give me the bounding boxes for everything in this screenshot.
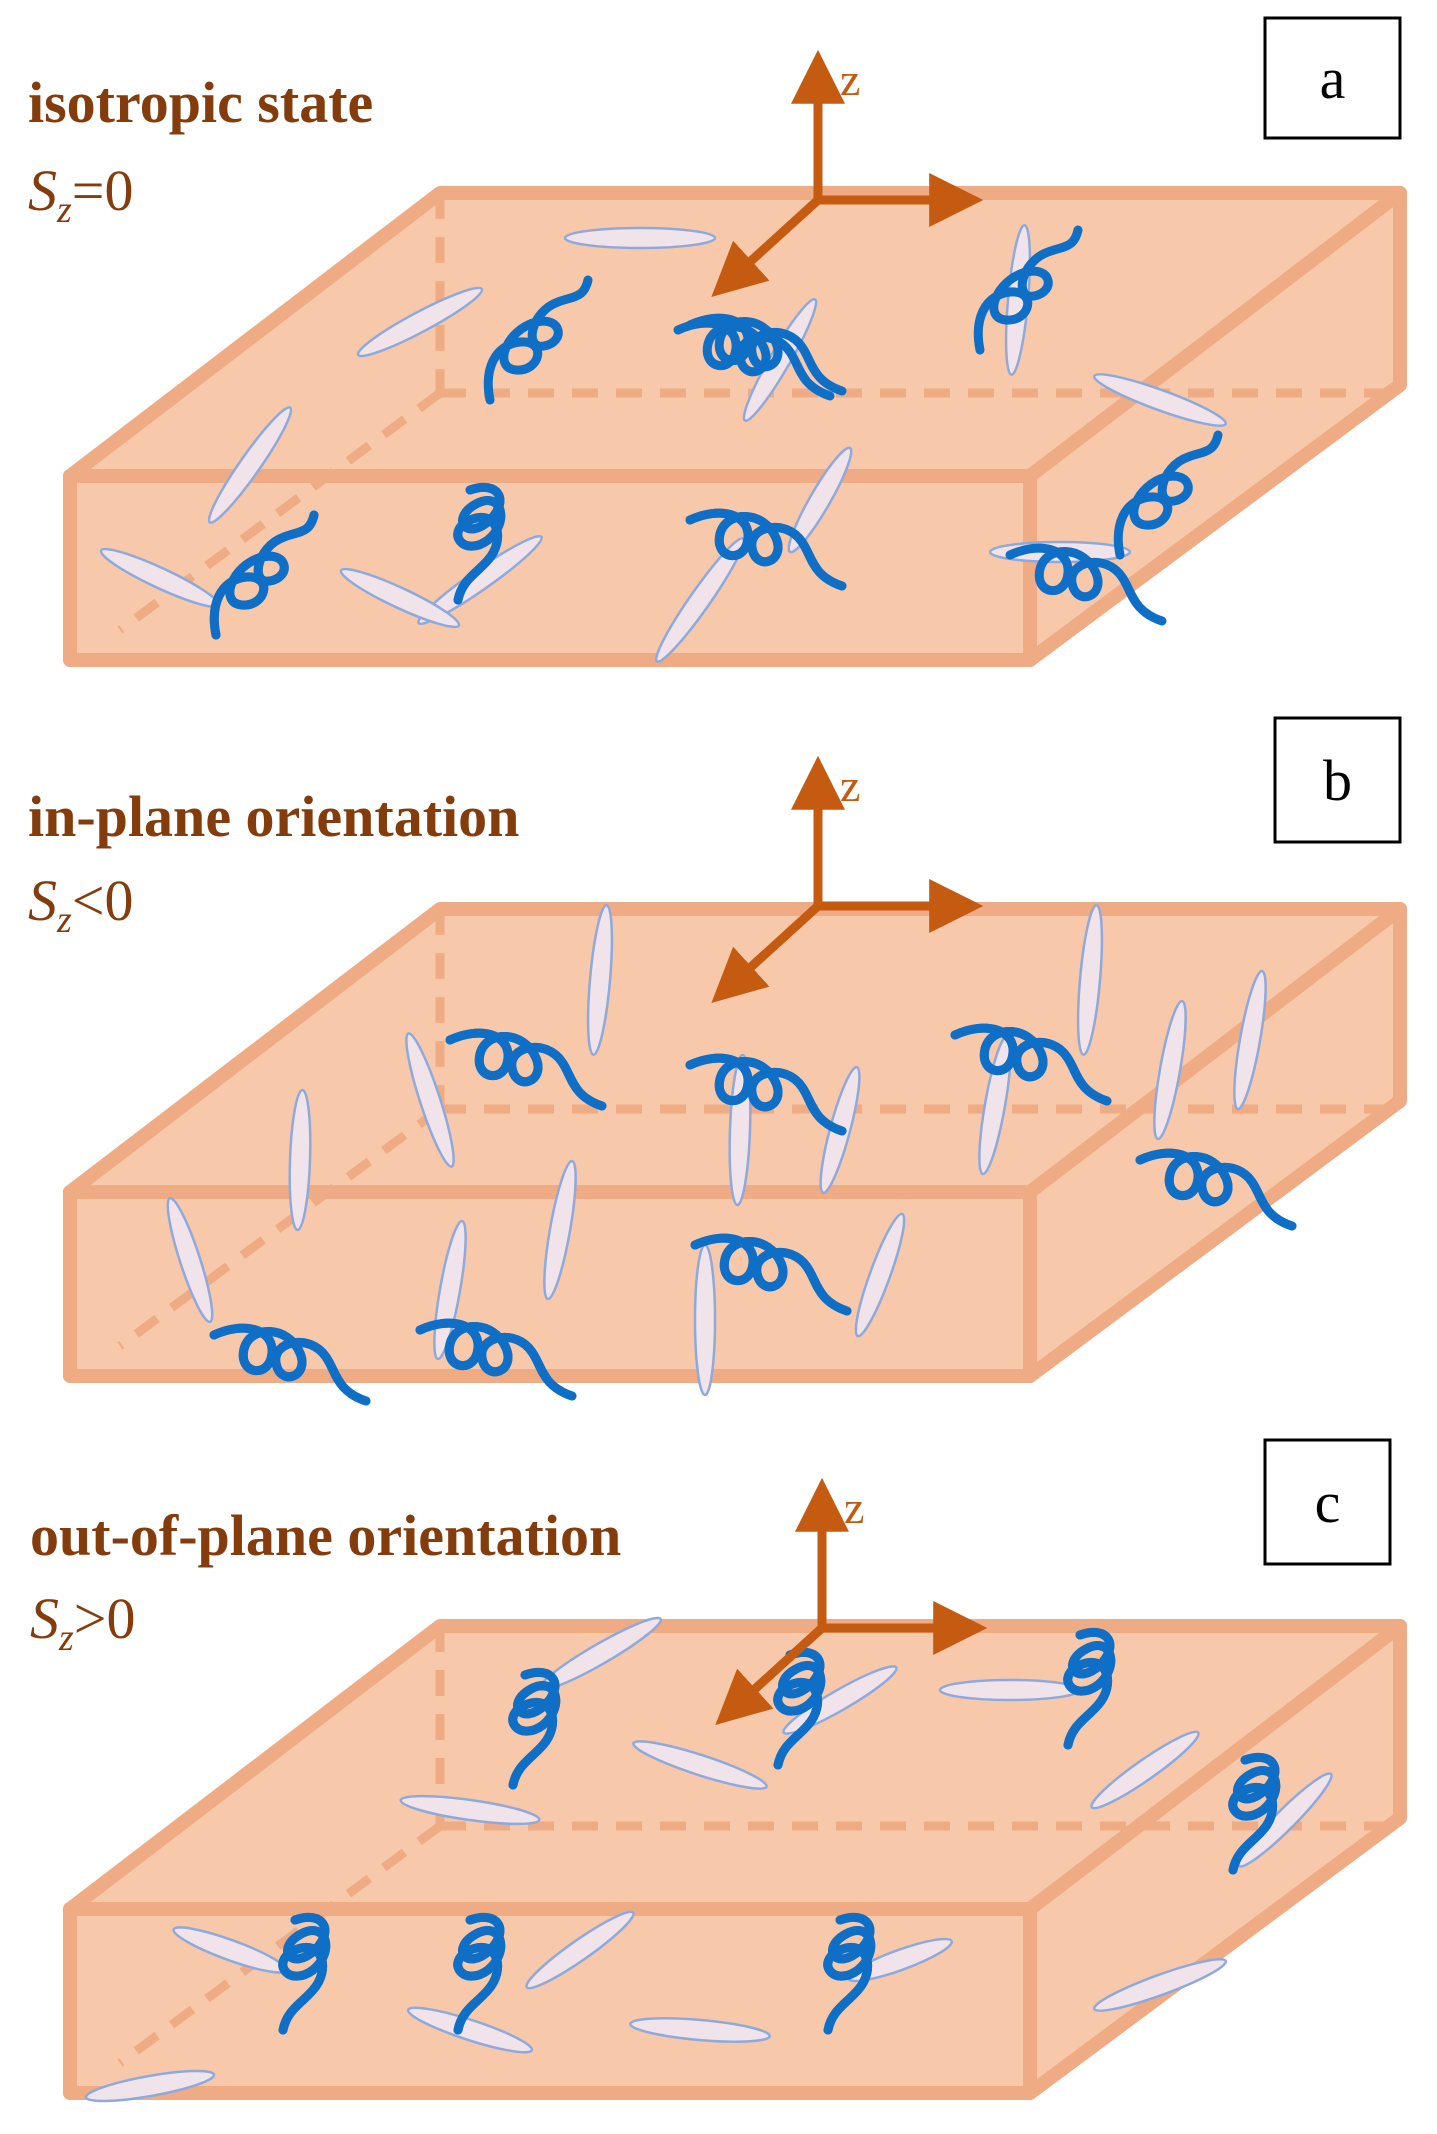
rigid-rod — [525, 1910, 635, 1990]
y-axis-arrow — [715, 1624, 826, 1725]
polymer-chain — [209, 1323, 371, 1406]
polymer-chain — [1135, 1148, 1297, 1231]
rigid-rod — [1153, 999, 1187, 1141]
hidden-edge — [117, 1105, 443, 1350]
rigid-rod — [1237, 1772, 1333, 1868]
panel-letter: c — [1315, 1470, 1341, 1535]
order-parameter-relation: >0 — [74, 1586, 136, 1651]
panel-title: out-of-plane orientation — [30, 1503, 621, 1568]
rigid-rod — [1233, 969, 1267, 1111]
order-parameter-symbol: S — [28, 158, 57, 223]
rigid-rod — [563, 226, 717, 250]
polymer-chain — [415, 1318, 577, 1401]
panel-letter: b — [1323, 748, 1352, 813]
polymer-chain — [685, 1053, 847, 1136]
polymer-chain — [773, 1647, 826, 1770]
rigid-rod — [1092, 373, 1228, 427]
y-axis-arrow — [711, 902, 822, 1003]
z-axis-label: z — [844, 1482, 864, 1533]
panel-title: in-plane orientation — [28, 784, 519, 849]
polymer-chain — [1063, 1627, 1116, 1750]
order-parameter: Sz>0 — [30, 1586, 136, 1659]
polymer-chain — [445, 1028, 607, 1111]
polymer-chain — [1005, 543, 1167, 626]
slab-side-edges — [1023, 1619, 1407, 2100]
rigid-rod — [693, 1243, 717, 1397]
order-parameter: Sz=0 — [28, 158, 134, 231]
order-parameter-subscript: z — [58, 1617, 74, 1659]
rigid-rod — [84, 2069, 216, 2103]
rigid-rod — [405, 1032, 455, 1168]
rigid-rod — [629, 2017, 771, 2043]
panel-letter: a — [1320, 46, 1346, 111]
z-axis-label: z — [840, 760, 860, 811]
rigid-rod — [787, 446, 853, 554]
rigid-rod — [356, 286, 484, 358]
slab-front-edges — [63, 469, 1037, 667]
z-axis-label: z — [840, 54, 860, 105]
polymer-chain — [209, 510, 319, 640]
order-parameter-relation: =0 — [72, 158, 134, 223]
rigid-rod — [586, 904, 614, 1056]
y-axis-arrow — [711, 196, 822, 297]
polymer-chain — [1113, 430, 1223, 560]
rigid-rod — [1090, 1730, 1200, 1810]
polymer-chain — [673, 318, 835, 401]
rigid-rod — [166, 1196, 214, 1324]
rigid-rod — [406, 2006, 534, 2054]
order-parameter: Sz<0 — [28, 868, 134, 941]
rigid-rod — [1092, 1958, 1228, 2012]
rigid-rod — [288, 1088, 312, 1232]
rigid-rod — [1076, 904, 1104, 1056]
slab-side-face — [1030, 1626, 1400, 2093]
order-parameter-subscript: z — [56, 899, 72, 941]
hidden-edge — [117, 1822, 443, 2067]
order-parameter-subscript: z — [56, 189, 72, 231]
rigid-rod — [632, 1740, 768, 1790]
slab-side-face — [1030, 909, 1400, 1376]
polymer-chain — [950, 1023, 1112, 1106]
polymer-chain — [685, 313, 847, 396]
rigid-rod — [938, 1678, 1082, 1702]
polymer-chain — [453, 482, 506, 605]
polymer-chain — [973, 225, 1083, 355]
polymer-chain — [685, 508, 847, 591]
slab-top-face — [70, 909, 1400, 1192]
polymer-chain — [483, 275, 593, 405]
order-parameter-symbol: S — [30, 1586, 59, 1651]
order-parameter-relation: <0 — [72, 868, 134, 933]
order-parameter-symbol: S — [28, 868, 57, 933]
rigid-rod — [654, 537, 746, 663]
slab-side-edges — [1023, 186, 1407, 667]
polymer-chain — [823, 1912, 876, 2035]
rigid-rod — [854, 1212, 906, 1338]
polymer-chain — [278, 1912, 331, 2035]
panel-title: isotropic state — [28, 70, 373, 135]
polymer-chain — [508, 1667, 561, 1790]
panel-letter-box — [1263, 16, 1402, 140]
rigid-rod — [207, 406, 293, 524]
rigid-rod — [543, 1159, 577, 1301]
polymer-chain — [690, 1233, 852, 1316]
rigid-rod — [399, 1794, 541, 1826]
slab-side-edges — [1023, 902, 1407, 1383]
panel-letter-box — [1273, 716, 1402, 844]
polymer-chain — [1228, 1752, 1281, 1875]
polymer-chain — [453, 1912, 506, 2035]
rigid-rod — [339, 567, 461, 629]
panel-letter-box — [1263, 1438, 1392, 1566]
slab-front-edges — [63, 1902, 1037, 2100]
